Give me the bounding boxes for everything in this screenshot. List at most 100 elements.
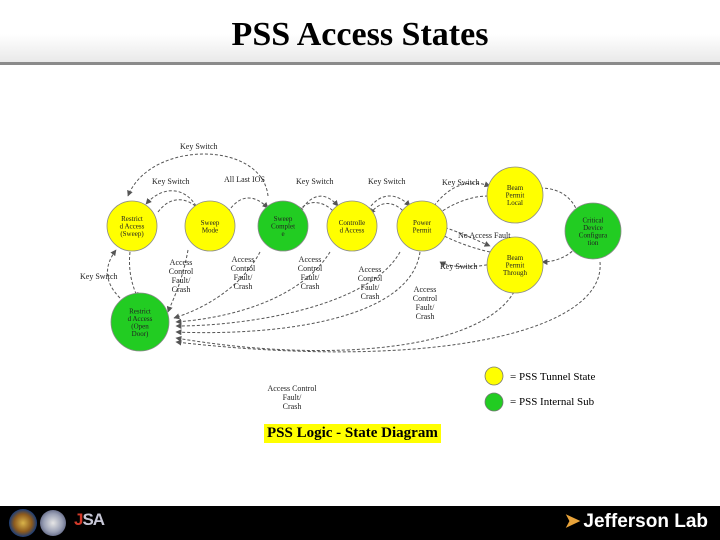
label-acf1: Control: [169, 267, 194, 276]
label-all-last-ios: All Last IOS: [224, 175, 265, 184]
label-acf3: Crash: [301, 282, 320, 291]
edge-power-to-controlled: [369, 203, 407, 215]
edge-permit-to-open: [175, 291, 515, 351]
edge-permit-to-power: [439, 233, 491, 253]
legend-internal-label: = PSS Internal Sub: [510, 396, 595, 408]
state-node-label: Beam: [507, 254, 524, 262]
legend-tunnel-label: = PSS Tunnel State: [510, 371, 595, 383]
label-acf3: Control: [298, 264, 323, 273]
label-acf1: Access: [170, 258, 193, 267]
state-node-circle: [396, 200, 448, 252]
state-node-circle: [326, 200, 378, 252]
state-node-label: Beam: [507, 184, 524, 192]
label-acf3: Access: [299, 255, 322, 264]
label-acf4: Access: [359, 265, 382, 274]
label-key-switch-5: Key Switch: [440, 262, 478, 271]
edge-critical-to-permit: [541, 239, 583, 265]
state-node-label: Power: [413, 219, 432, 227]
state-node-label: Permit: [413, 226, 432, 234]
state-node-label: Door): [132, 330, 149, 338]
state-node-label: Permit: [506, 192, 525, 200]
edge-beam-to-power: [437, 195, 489, 215]
label-acf2: Control: [231, 264, 256, 273]
state-node-label: e: [281, 230, 284, 238]
edges: [107, 153, 601, 353]
label-acf4: Crash: [361, 292, 380, 301]
edge-sweep-to-complete: [227, 197, 269, 213]
state-node-label: d Access: [340, 226, 365, 234]
edge-acf5: [175, 251, 421, 336]
label-key-switch-1: Key Switch: [152, 177, 190, 186]
state-node-label: d Access: [120, 223, 145, 231]
edge-open-to-restrict: [107, 249, 121, 299]
diagram-caption: PSS Logic - State Diagram: [264, 424, 441, 443]
label-acf5: Fault/: [416, 303, 435, 312]
page-title: PSS Access States: [231, 16, 489, 53]
label-key-switch-2: Key Switch: [296, 177, 334, 186]
label-key-switch-4: Key Switch: [442, 178, 480, 187]
jefferson-lab-logo: ➤Jefferson Lab: [564, 511, 708, 532]
state-node-circle: [486, 166, 544, 224]
state-node-label: Mode: [202, 226, 218, 234]
edge-beam-to-critical: [539, 187, 580, 215]
edge-acf1: [166, 249, 189, 313]
state-node-label: (Open: [131, 322, 149, 330]
label-key-switch-left: Key Switch: [80, 272, 118, 281]
state-node-label: Restrict: [121, 215, 143, 223]
label-key-switch-3: Key Switch: [368, 177, 406, 186]
edge-power-to-beam: [433, 181, 491, 207]
edge-restrict-to-open: [129, 251, 139, 299]
label-acf3: Fault/: [301, 273, 320, 282]
label-no-access-fault: No Access Fault: [458, 231, 511, 240]
jsa-logo: JSA: [74, 510, 105, 529]
title-divider: [0, 62, 720, 65]
state-node-label: Controlle: [339, 219, 365, 227]
state-node-label: (Sweep): [120, 230, 144, 238]
footer-bar: [0, 506, 720, 540]
state-node-circle: [257, 200, 309, 252]
state-node-label: Restrict: [129, 307, 151, 315]
label-acf2: Fault/: [234, 273, 253, 282]
label-acf-bottom: Crash: [283, 402, 302, 411]
doe-seal-logo: [9, 509, 37, 537]
legend: = PSS Tunnel State = PSS Internal Sub: [484, 366, 595, 412]
edge-acf2: [173, 251, 261, 320]
title-band: [0, 0, 720, 62]
state-node-label: Permit: [506, 262, 525, 270]
state-node-circle: [106, 200, 158, 252]
state-node-label: Sweep: [201, 219, 220, 227]
label-acf5: Crash: [416, 312, 435, 321]
state-node-circle: [486, 236, 544, 294]
state-node-label: Local: [507, 199, 523, 207]
legend-tunnel-swatch: [484, 366, 504, 386]
state-node-label: Device: [583, 224, 603, 232]
label-acf5: Access: [414, 285, 437, 294]
fault-labels: AccessControlFault/CrashAccessControlFau…: [169, 255, 438, 411]
state-node-circle: [184, 200, 236, 252]
edge-critical-to-open: [175, 261, 601, 353]
label-acf5: Control: [413, 294, 438, 303]
label-acf1: Fault/: [172, 276, 191, 285]
partner-seal-logo: [40, 510, 66, 536]
state-node-label: Configura: [579, 231, 608, 239]
state-node-circle: [564, 202, 622, 260]
label-top-key-switch: Key Switch: [180, 142, 218, 151]
label-acf1: Crash: [172, 285, 191, 294]
edge-labels: Key Switch Key Switch All Last IOS Key S…: [80, 142, 511, 281]
label-acf-bottom: Fault/: [283, 393, 302, 402]
label-acf4: Control: [358, 274, 383, 283]
state-node-label: Sweep: [274, 215, 293, 223]
edge-controlled-to-power: [367, 195, 411, 211]
label-acf-bottom: Access Control: [267, 384, 317, 393]
